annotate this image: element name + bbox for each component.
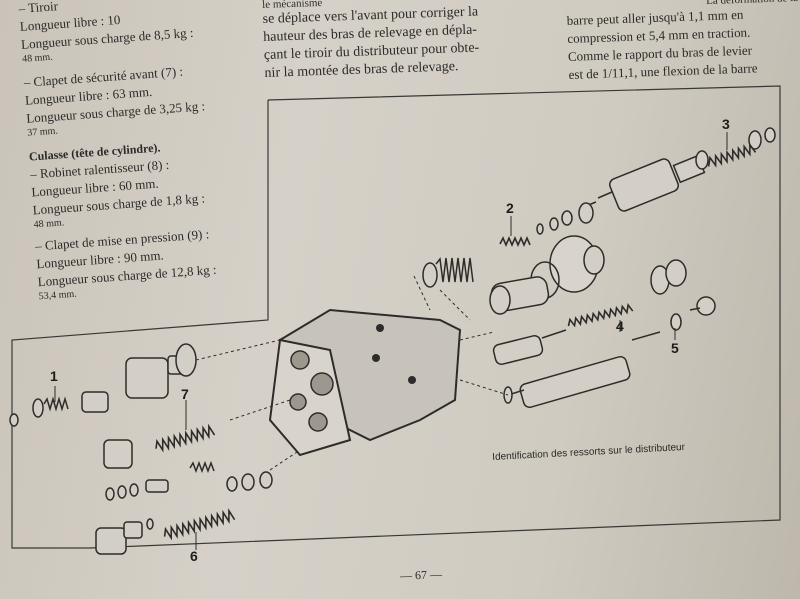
diagram-frame [11,85,781,549]
spring-4 [567,303,634,328]
spring-2 [499,235,531,248]
callout-leaders [54,132,728,550]
left-parts-lower [9,413,154,555]
callout-1: 1 [50,368,58,384]
callout-3: 3 [722,116,730,132]
left-parts-middle [103,439,273,501]
callout-6: 6 [190,548,198,564]
left-parts-upper [32,343,197,418]
upper-spool-assembly [422,235,687,315]
spring-7 [155,423,216,453]
spring-6 [163,508,236,541]
assembly-lines [195,275,509,471]
page-number: — 67 — [399,567,443,583]
spring-3-assembly [536,127,776,235]
spring-3 [707,142,757,168]
callout-5: 5 [671,340,679,356]
distributor-body [268,308,462,457]
callout-7: 7 [181,386,189,402]
callout-2: 2 [506,200,514,216]
callout-4: 4 [616,318,624,334]
